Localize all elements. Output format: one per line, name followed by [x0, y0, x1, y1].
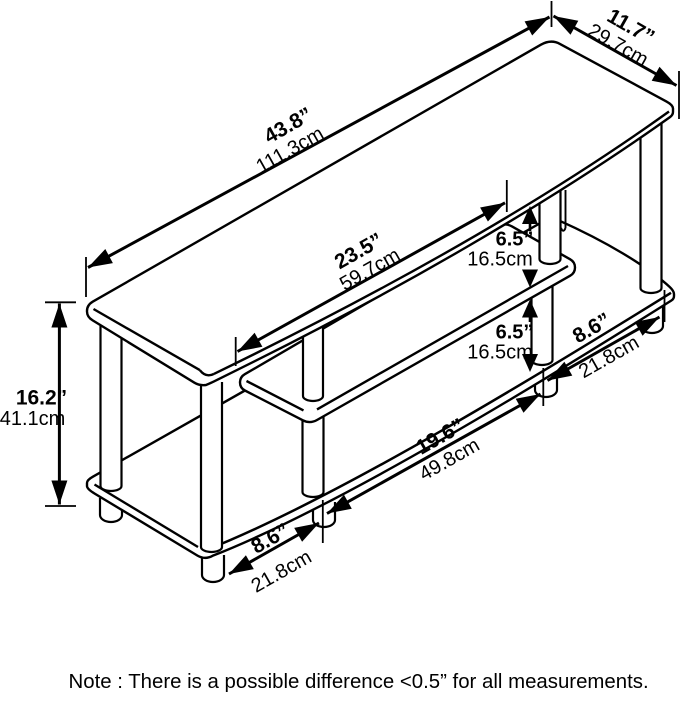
svg-text:6.5”: 6.5”: [496, 322, 534, 344]
svg-text:41.1cm: 41.1cm: [0, 408, 65, 430]
svg-text:16.5cm: 16.5cm: [467, 249, 533, 271]
svg-text:Note : There is a possible dif: Note : There is a possible difference <0…: [69, 671, 649, 693]
svg-text:6.5”: 6.5”: [496, 229, 534, 251]
svg-text:16.2”: 16.2”: [16, 387, 67, 410]
svg-text:16.5cm: 16.5cm: [467, 342, 533, 364]
